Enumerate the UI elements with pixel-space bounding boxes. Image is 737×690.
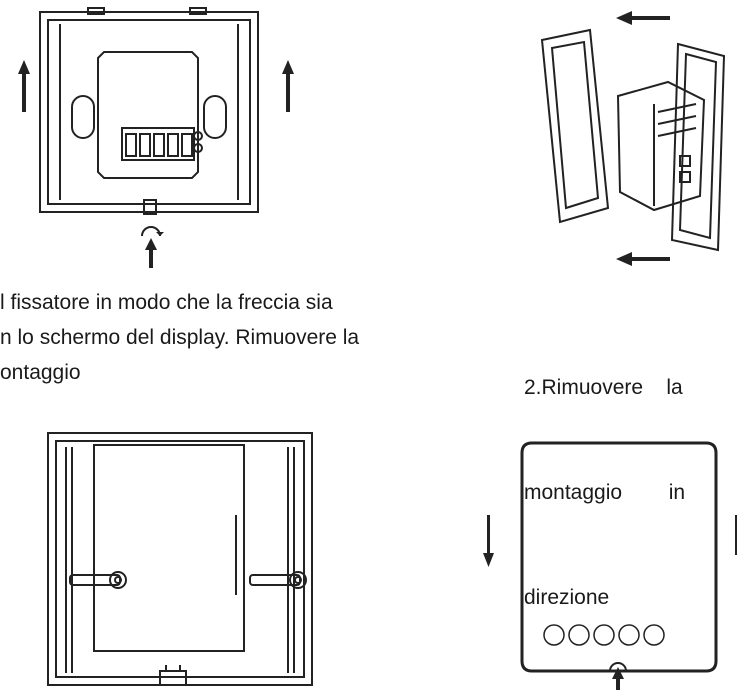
figure-front-display bbox=[470, 425, 737, 690]
caption-step2: 2.Rimuovere la montaggio in direzione bbox=[524, 300, 685, 650]
caption-step2-line2: montaggio in bbox=[524, 481, 686, 504]
caption-step2-line3: direzione bbox=[524, 586, 610, 609]
figure-back-plate-terminals bbox=[8, 0, 298, 275]
caption-step1-line1: l fissatore in modo che la freccia sia bbox=[0, 291, 333, 314]
caption-step1: l fissatore in modo che la freccia sia n… bbox=[0, 285, 359, 390]
caption-step1-line3: ontaggio bbox=[0, 361, 81, 384]
caption-step2-line1: 2.Rimuovere la bbox=[524, 376, 683, 399]
caption-step1-line2: n lo schermo del display. Rimuovere la bbox=[0, 326, 360, 349]
figure-mounting-plate-screws bbox=[30, 425, 320, 690]
figure-exploded-assembly bbox=[508, 0, 737, 275]
